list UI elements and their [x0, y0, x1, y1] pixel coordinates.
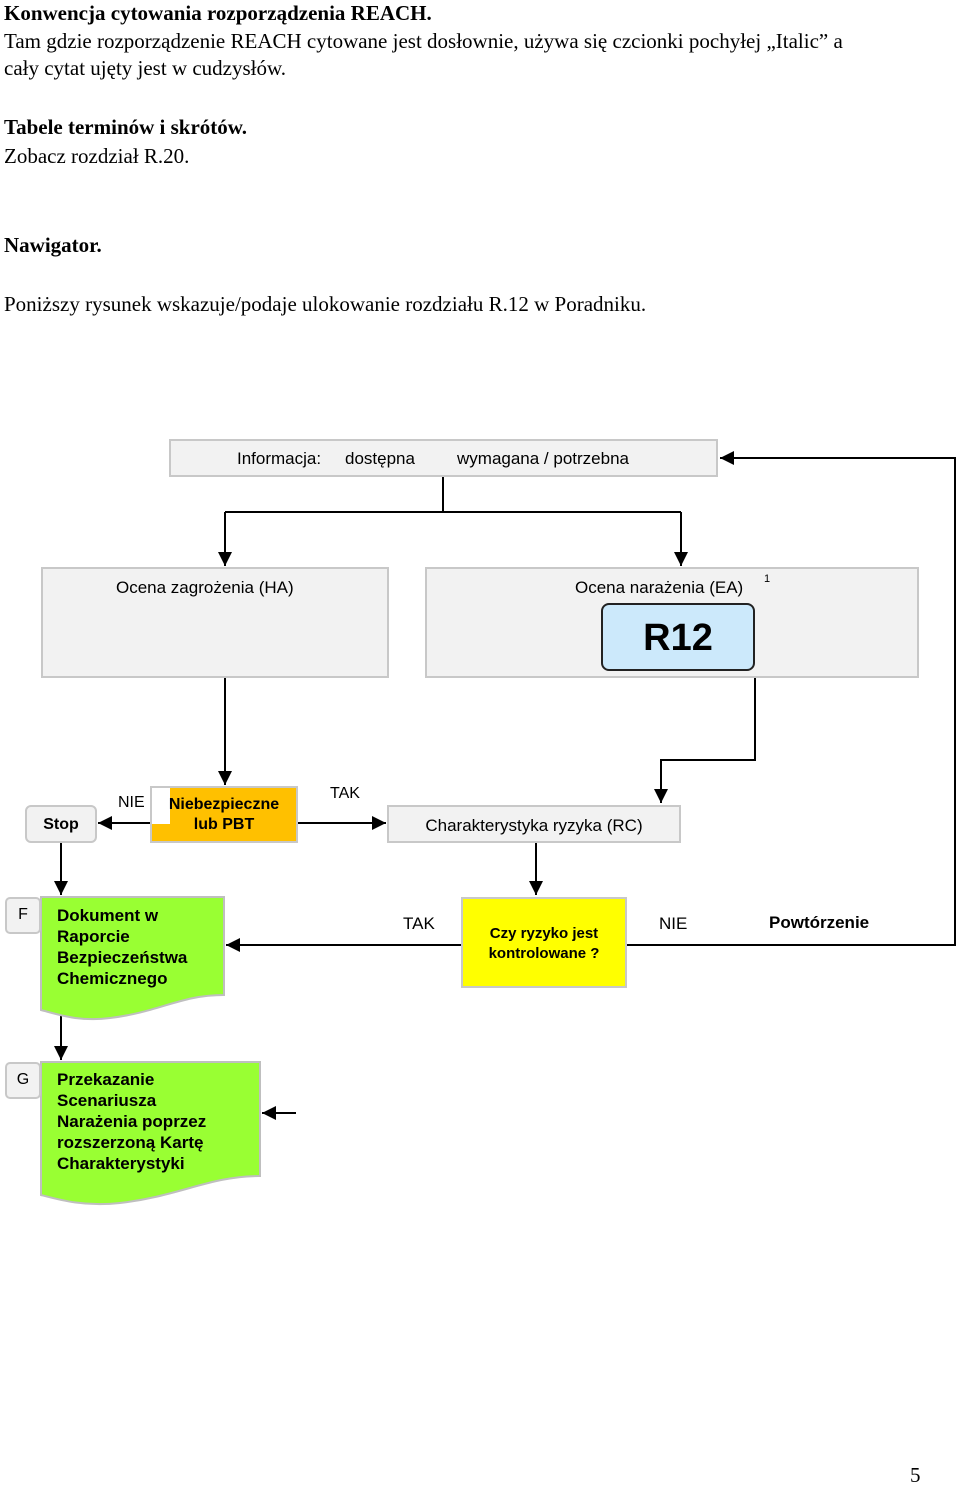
exposure-footnote: 1 [764, 573, 771, 585]
repeat-loop-line [627, 451, 956, 946]
risk-control-box: Czy ryzyko jest kontrolowane ? [461, 897, 627, 988]
r12-label: R12 [643, 617, 713, 659]
f-marker: F [5, 897, 41, 934]
nie-label-1: NIE [118, 794, 145, 811]
information-box: Informacja: dostępna wymagana / potrzebn… [169, 439, 718, 477]
hazard-label: Ocena zagrożenia (HA) [116, 578, 294, 597]
conventions-line-2: cały cytat ujęty jest w cudzysłów. [4, 56, 287, 80]
info-required: wymagana / potrzebna [457, 449, 629, 468]
heading-navigator: Nawigator. [4, 233, 102, 257]
document-shape-g [40, 1061, 261, 1206]
dangerous-pbt-box: Niebezpieczne lub PBT [150, 786, 298, 843]
info-available: dostępna [345, 449, 415, 468]
rc-label: Charakterystyka ryzyka (RC) [425, 816, 643, 835]
exposure-to-rc-line [654, 678, 756, 803]
info-prefix: Informacja: [237, 449, 322, 468]
tak-label-2: TAK [403, 914, 435, 933]
g-label: G [16, 1071, 30, 1088]
navigator-description: Poniższy rysunek wskazuje/podaje ulokowa… [4, 292, 647, 316]
heading-tables: Tabele terminów i skrótów. [4, 115, 248, 139]
conventions-line-1: Tam gdzie rozporządzenie REACH cytowane … [4, 29, 843, 53]
exposure-label: Ocena narażenia (EA) [575, 578, 744, 597]
document-csr-label: Dokument w Raporcie Bezpieczeństwa Chemi… [57, 906, 188, 988]
risk-characterisation-box: Charakterystyka ryzyka (RC) [387, 805, 681, 843]
stop-label: Stop [43, 816, 79, 833]
tables-reference: Zobacz rozdział R.20. [4, 144, 190, 168]
g-marker: G [5, 1062, 41, 1099]
r12-box: R12 [601, 603, 755, 671]
risk-control-label: Czy ryzyko jest kontrolowane ? [488, 925, 600, 962]
page-number: 5 [910, 1463, 921, 1487]
nie-label-2: NIE [659, 914, 688, 933]
hazard-assessment-box: Ocena zagrożenia (HA) [41, 567, 389, 678]
heading-conventions: Konwencja cytowania rozporządzenia REACH… [4, 1, 432, 25]
f-label: F [18, 906, 28, 923]
repeat-label: Powtórzenie [769, 913, 870, 932]
dangerous-pbt-label: Niebezpieczne lub PBT [168, 796, 280, 833]
tak-label-1: TAK [330, 785, 360, 802]
exposure-scenario-label: Przekazanie Scenariusza Narażenia poprze… [57, 1070, 207, 1173]
notch-decoration [152, 788, 170, 824]
stop-box: Stop [25, 805, 97, 843]
document-shape-f [40, 896, 225, 1021]
